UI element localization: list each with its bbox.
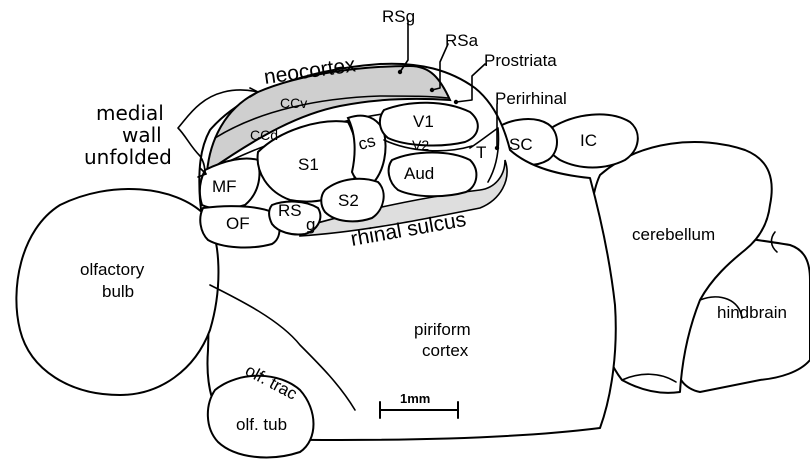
label-v2: V2 bbox=[412, 137, 429, 153]
label-prostriata: Prostriata bbox=[484, 51, 557, 70]
label-cortex: cortex bbox=[422, 341, 469, 360]
rsg-dot bbox=[398, 70, 402, 74]
label-aud: Aud bbox=[404, 164, 434, 183]
label-scale-bar: 1mm bbox=[400, 391, 430, 406]
label-olfactory: olfactory bbox=[80, 260, 145, 279]
rsa-dot bbox=[430, 88, 434, 92]
label-ccd: CCd bbox=[250, 127, 278, 143]
label-ic: IC bbox=[580, 131, 597, 150]
label-g: g bbox=[306, 215, 315, 234]
label-of: OF bbox=[226, 214, 250, 233]
label-mf: MF bbox=[212, 177, 237, 196]
label-wall: wall bbox=[122, 123, 162, 147]
label-ccv: CCv bbox=[280, 95, 307, 111]
label-perirhinal: Perirhinal bbox=[495, 89, 567, 108]
label-rs: RS bbox=[278, 201, 302, 220]
label-t: T bbox=[476, 143, 486, 162]
label-bulb: bulb bbox=[102, 282, 134, 301]
label-unfolded: unfolded bbox=[84, 145, 172, 169]
label-hindbrain: hindbrain bbox=[717, 303, 787, 322]
label-cerebellum: cerebellum bbox=[632, 225, 715, 244]
label-medial: medial bbox=[96, 101, 164, 125]
label-v1: V1 bbox=[413, 112, 434, 131]
label-s1: S1 bbox=[298, 155, 319, 174]
label-rsg: RSg bbox=[382, 7, 415, 26]
prostriata-dot bbox=[454, 100, 458, 104]
label-sc: SC bbox=[509, 135, 533, 154]
label-rsa: RSa bbox=[445, 31, 479, 50]
label-piriform: piriform bbox=[414, 320, 471, 339]
label-olf-tub: olf. tub bbox=[236, 415, 287, 434]
label-s2: S2 bbox=[338, 191, 359, 210]
perirhinal-dot bbox=[495, 146, 499, 150]
